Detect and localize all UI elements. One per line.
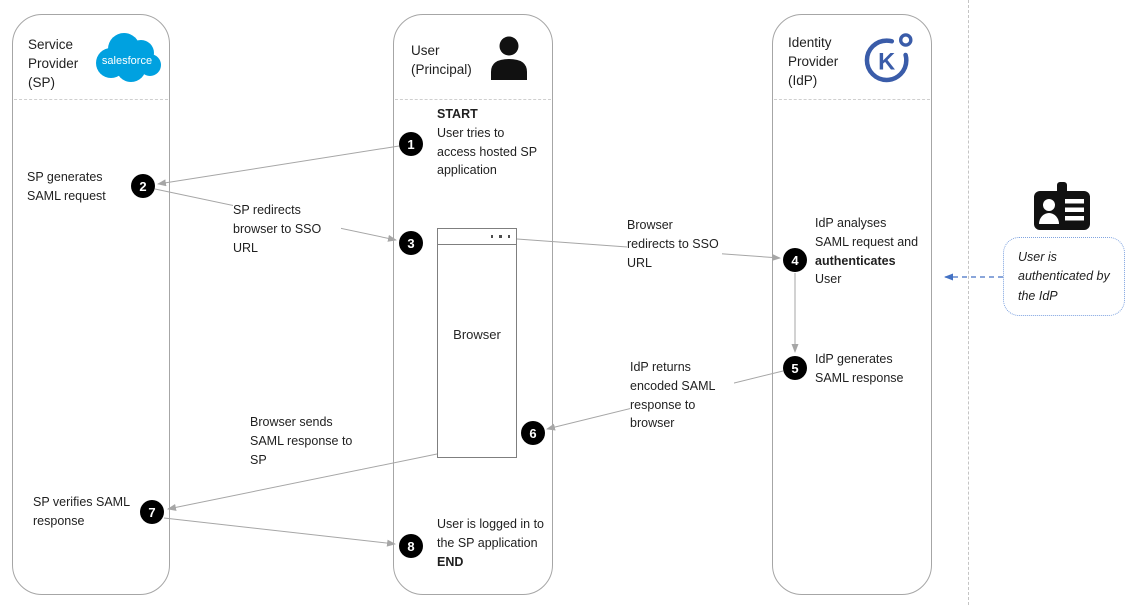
lane-separator <box>395 99 551 100</box>
step1-label: START User tries to access hosted SP app… <box>437 105 543 180</box>
browser-menu-dots-icon <box>490 235 510 238</box>
step7-label: SP verifies SAML response <box>33 493 137 531</box>
start-tag: START <box>437 107 478 121</box>
auth-callout: User is authenticated by the IdP <box>1003 237 1125 316</box>
step-circle-8: 8 <box>399 534 423 558</box>
keycloak-letter: K <box>878 49 895 75</box>
step-circle-7: 7 <box>140 500 164 524</box>
step3-label: SP redirects browser to SSO URL <box>233 201 341 258</box>
browser-titlebar <box>438 229 516 245</box>
lane-identity-provider: Identity Provider (IdP) K <box>772 14 932 595</box>
end-tag: END <box>437 554 464 569</box>
keycloak-logo: K <box>864 33 913 83</box>
step-circle-1: 1 <box>399 132 423 156</box>
step4-label: IdP analyses SAML request and authentica… <box>815 214 921 289</box>
lane-separator <box>14 99 168 100</box>
step-circle-3: 3 <box>399 231 423 255</box>
browser-redirects-label: Browser redirects to SSO URL <box>627 216 722 273</box>
salesforce-logo: salesforce <box>96 33 161 82</box>
arrow-step1-to-step2 <box>157 145 400 187</box>
step-circle-6: 6 <box>521 421 545 445</box>
auth-callout-text: User is authenticated by the IdP <box>1018 250 1110 303</box>
step8-label: User is logged in to the SP application … <box>437 515 547 572</box>
salesforce-wordmark: salesforce <box>102 55 152 67</box>
scope-divider-line <box>968 0 969 605</box>
lane-separator <box>774 99 930 100</box>
lane-title-service-provider: Service Provider (SP) <box>28 37 79 91</box>
user-icon <box>491 36 527 80</box>
arrow-step7-to-step8 <box>163 517 396 547</box>
step-circle-2: 2 <box>131 174 155 198</box>
browser-sends-label: Browser sends SAML response to SP <box>250 413 362 470</box>
step5-label: IdP generates SAML response <box>815 350 927 388</box>
step-circle-5: 5 <box>783 356 807 380</box>
lane-title-idp: Identity Provider (IdP) <box>788 35 839 89</box>
step-circle-4: 4 <box>783 248 807 272</box>
lane-title-user: User (Principal) <box>411 43 472 78</box>
step6-label: IdP returns encoded SAML response to bro… <box>630 358 734 433</box>
browser-window: Browser <box>437 228 517 458</box>
browser-label: Browser <box>453 327 501 342</box>
step2-label: SP generates SAML request <box>27 168 139 206</box>
id-badge-icon <box>1034 182 1090 230</box>
